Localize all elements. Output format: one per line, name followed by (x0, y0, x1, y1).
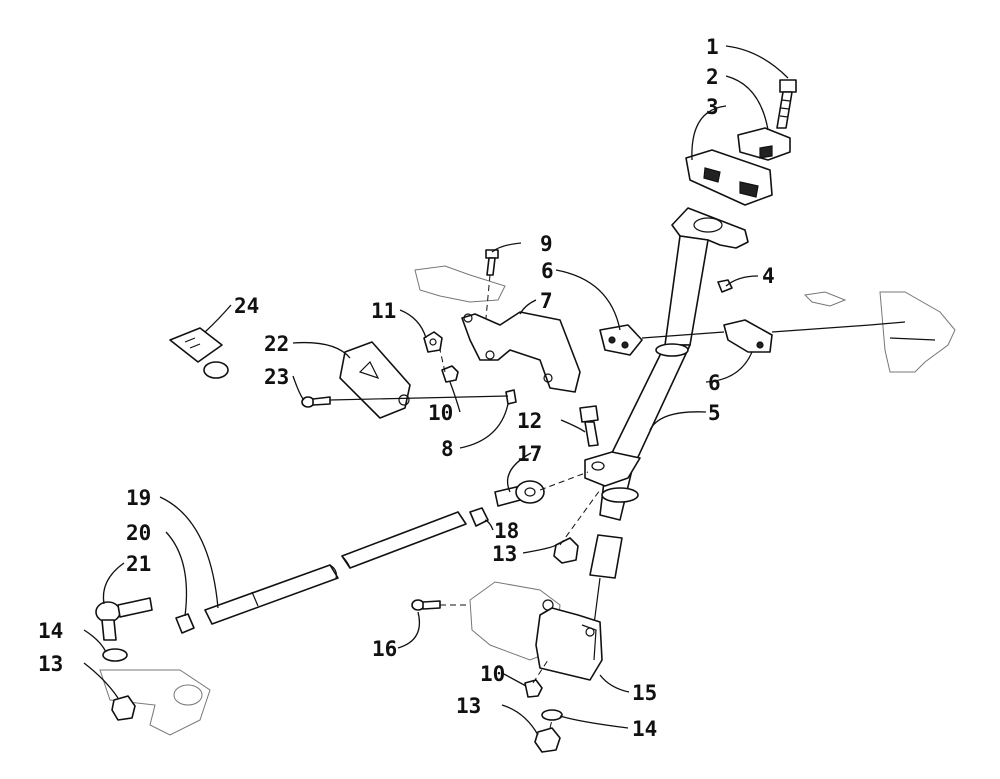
nut-13-lower (534, 727, 561, 753)
callout-13-lower: 13 (456, 694, 481, 718)
callout-3: 3 (706, 95, 719, 119)
spindle-arm-ghost (99, 669, 211, 736)
callout-4: 4 (762, 264, 775, 288)
bolt-12 (579, 405, 599, 447)
assembly-lines (439, 274, 601, 729)
callout-21: 21 (126, 552, 151, 576)
callout-20: 20 (126, 521, 151, 545)
steering-column (589, 207, 749, 641)
callout-16: 16 (372, 637, 397, 661)
washer-14-lower (541, 709, 563, 721)
bolt-1 (776, 79, 797, 129)
callout-labels: 1 2 3 4 5 6 6 7 8 9 10 10 11 12 13 13 13… (38, 35, 775, 741)
tie-rod-end-17 (494, 480, 545, 507)
clamp-6-right (723, 319, 773, 353)
tie-rod-19 (204, 511, 467, 625)
callout-17: 17 (517, 442, 542, 466)
tie-rod-end-21 (95, 597, 153, 641)
bracket-7 (461, 311, 581, 393)
callout-9: 9 (540, 232, 553, 256)
callout-6-left: 6 (541, 259, 554, 283)
callout-19: 19 (126, 486, 151, 510)
callout-8: 8 (441, 437, 454, 461)
callout-18: 18 (494, 519, 519, 543)
nut-10-upper (441, 365, 459, 383)
lower-bracket-15 (535, 607, 603, 681)
callout-11: 11 (371, 299, 396, 323)
callout-12: 12 (517, 409, 542, 433)
handlebar-block-3 (685, 149, 773, 206)
nut-20 (175, 613, 195, 634)
bracket-ghost (414, 265, 506, 303)
clamp-axis-line-2 (771, 324, 871, 333)
screw-axis-line (329, 395, 509, 401)
bolt-9 (485, 249, 499, 276)
handlebar-ghost (803, 291, 956, 373)
callout-5: 5 (708, 401, 721, 425)
screw-23 (301, 396, 331, 408)
callout-2: 2 (706, 65, 719, 89)
nut-4 (717, 279, 733, 293)
clamp-6-left (599, 324, 643, 356)
callout-13-left: 13 (38, 652, 63, 676)
screw-16 (411, 599, 441, 611)
key-24 (169, 327, 229, 379)
callout-15: 15 (632, 681, 657, 705)
nut-13-left (111, 695, 136, 721)
steering-arm-plate (584, 451, 641, 503)
callout-24: 24 (234, 294, 259, 318)
callout-23: 23 (264, 365, 289, 389)
nut-13-middle (553, 537, 579, 564)
clamp-axis-line (641, 331, 725, 339)
callout-6-right: 6 (708, 371, 721, 395)
module-22 (339, 341, 411, 419)
washer-14-left (102, 648, 128, 662)
handlebar-cap-2 (737, 127, 791, 161)
callout-13-middle: 13 (492, 542, 517, 566)
callout-10-lower: 10 (480, 662, 505, 686)
nut-18 (469, 507, 489, 527)
nut-11 (423, 331, 443, 353)
callout-22: 22 (264, 332, 289, 356)
callout-10-upper: 10 (428, 401, 453, 425)
leader-lines (83, 45, 789, 736)
callout-1: 1 (706, 35, 719, 59)
callout-14-left: 14 (38, 619, 63, 643)
stud-8 (505, 389, 517, 405)
callout-14-lower: 14 (632, 717, 657, 741)
callout-7: 7 (540, 289, 553, 313)
